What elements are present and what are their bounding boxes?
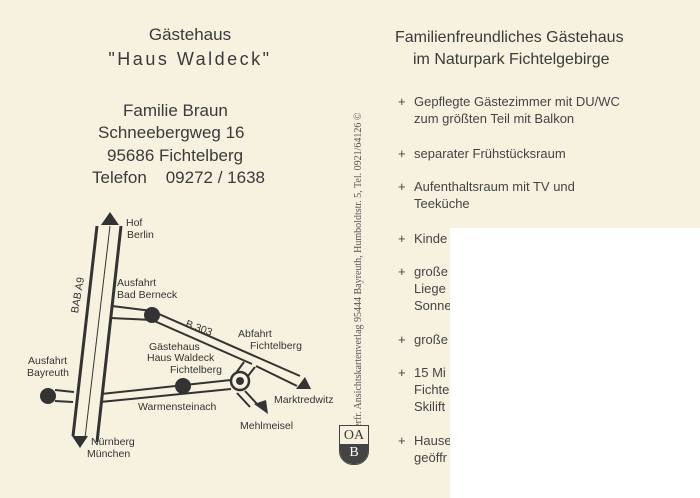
feature-text: Skilift bbox=[414, 399, 446, 414]
feature-text: Fichte bbox=[414, 382, 450, 397]
label-abfahrt-fichtelberg: Fichtelberg bbox=[250, 340, 302, 352]
junction-fichtelberg bbox=[175, 378, 191, 394]
feature-text: separater Frühstücksraum bbox=[414, 146, 566, 161]
feature-item: + separater Frühstücksraum bbox=[398, 145, 566, 162]
label-mehlmeisel: Mehlmeisel bbox=[240, 420, 294, 432]
feature-item: + Kinde bbox=[398, 230, 447, 247]
label-fichtelberg: Fichtelberg bbox=[170, 364, 222, 376]
feature-text: große bbox=[414, 332, 448, 347]
arrow-hof bbox=[101, 212, 119, 225]
logo-text: OA bbox=[340, 426, 368, 444]
label-bayreuth: Bayreuth bbox=[27, 367, 70, 379]
label-warmensteinach: Warmensteinach bbox=[138, 401, 217, 413]
label-haus-waldeck: Haus Waldeck bbox=[147, 352, 215, 364]
publisher-imprint: Oberfr. Ansichtskartenverlag 95444 Bayre… bbox=[353, 112, 364, 441]
junction-bayreuth bbox=[40, 388, 56, 404]
right-heading-2: im Naturpark Fichtelgebirge bbox=[413, 51, 610, 68]
owner: Familie Braun bbox=[123, 101, 228, 120]
feature-text: 15 Mi bbox=[414, 365, 446, 380]
junction-bad-berneck bbox=[144, 307, 160, 323]
label-nuernberg: Nürnberg bbox=[91, 436, 135, 448]
feature-item: + Gepflegte Gästezimmer mit DU/WC zum größ… bbox=[398, 93, 620, 127]
phone: Telefon 09272 / 1638 bbox=[92, 168, 265, 187]
feature-text: Teeküche bbox=[414, 196, 470, 211]
redaction-block bbox=[450, 228, 700, 498]
feature-item: + große bbox=[398, 331, 448, 348]
feature-text: geöffr bbox=[414, 450, 448, 465]
plus-bullet-icon: + bbox=[398, 94, 406, 109]
street: Schneebergweg 16 bbox=[98, 123, 245, 142]
plus-bullet-icon: + bbox=[398, 231, 406, 246]
feature-text: Aufenthaltsraum mit TV und bbox=[414, 179, 575, 194]
plus-bullet-icon: + bbox=[398, 179, 406, 194]
city: 95686 Fichtelberg bbox=[107, 146, 244, 165]
plus-bullet-icon: + bbox=[398, 433, 406, 448]
right-heading-1: Familienfreundliches Gästehaus bbox=[395, 29, 624, 46]
label-bad-berneck: Bad Berneck bbox=[117, 289, 178, 301]
feature-text: Gepflegte Gästezimmer mit DU/WC bbox=[414, 94, 620, 109]
feature-text: zum größten Teil mit Balkon bbox=[414, 111, 575, 126]
feature-text: Kinde bbox=[414, 231, 448, 246]
feature-item: + Hause geöffr bbox=[398, 432, 452, 466]
label-marktredwitz: Marktredwitz bbox=[274, 394, 334, 406]
logo-text: B bbox=[340, 444, 368, 464]
feature-text: Hause bbox=[414, 433, 452, 448]
title-line2: "Haus Waldeck" bbox=[108, 49, 272, 69]
plus-bullet-icon: + bbox=[398, 146, 406, 161]
plus-bullet-icon: + bbox=[398, 365, 406, 380]
label-berlin: Berlin bbox=[127, 229, 154, 241]
feature-text: Sonne bbox=[414, 298, 452, 313]
label-muenchen: München bbox=[87, 448, 131, 460]
arrow-marktredwitz bbox=[296, 377, 311, 389]
label-abfahrt: Abfahrt bbox=[238, 328, 272, 340]
plus-bullet-icon: + bbox=[398, 264, 406, 279]
label-ausfahrt-by: Ausfahrt bbox=[28, 355, 68, 367]
label-gaestehaus: Gästehaus bbox=[149, 341, 200, 353]
plus-bullet-icon: + bbox=[398, 332, 406, 347]
arrow-nuernberg bbox=[72, 436, 88, 448]
arrow-mehlmeisel bbox=[254, 400, 268, 414]
label-hof: Hof bbox=[126, 217, 143, 229]
feature-text: Liege bbox=[414, 281, 446, 296]
target-dot bbox=[236, 377, 244, 385]
label-ausfahrt-bb: Ausfahrt bbox=[117, 277, 157, 289]
title-line1: Gästehaus bbox=[148, 25, 232, 44]
feature-text: große bbox=[414, 264, 448, 279]
